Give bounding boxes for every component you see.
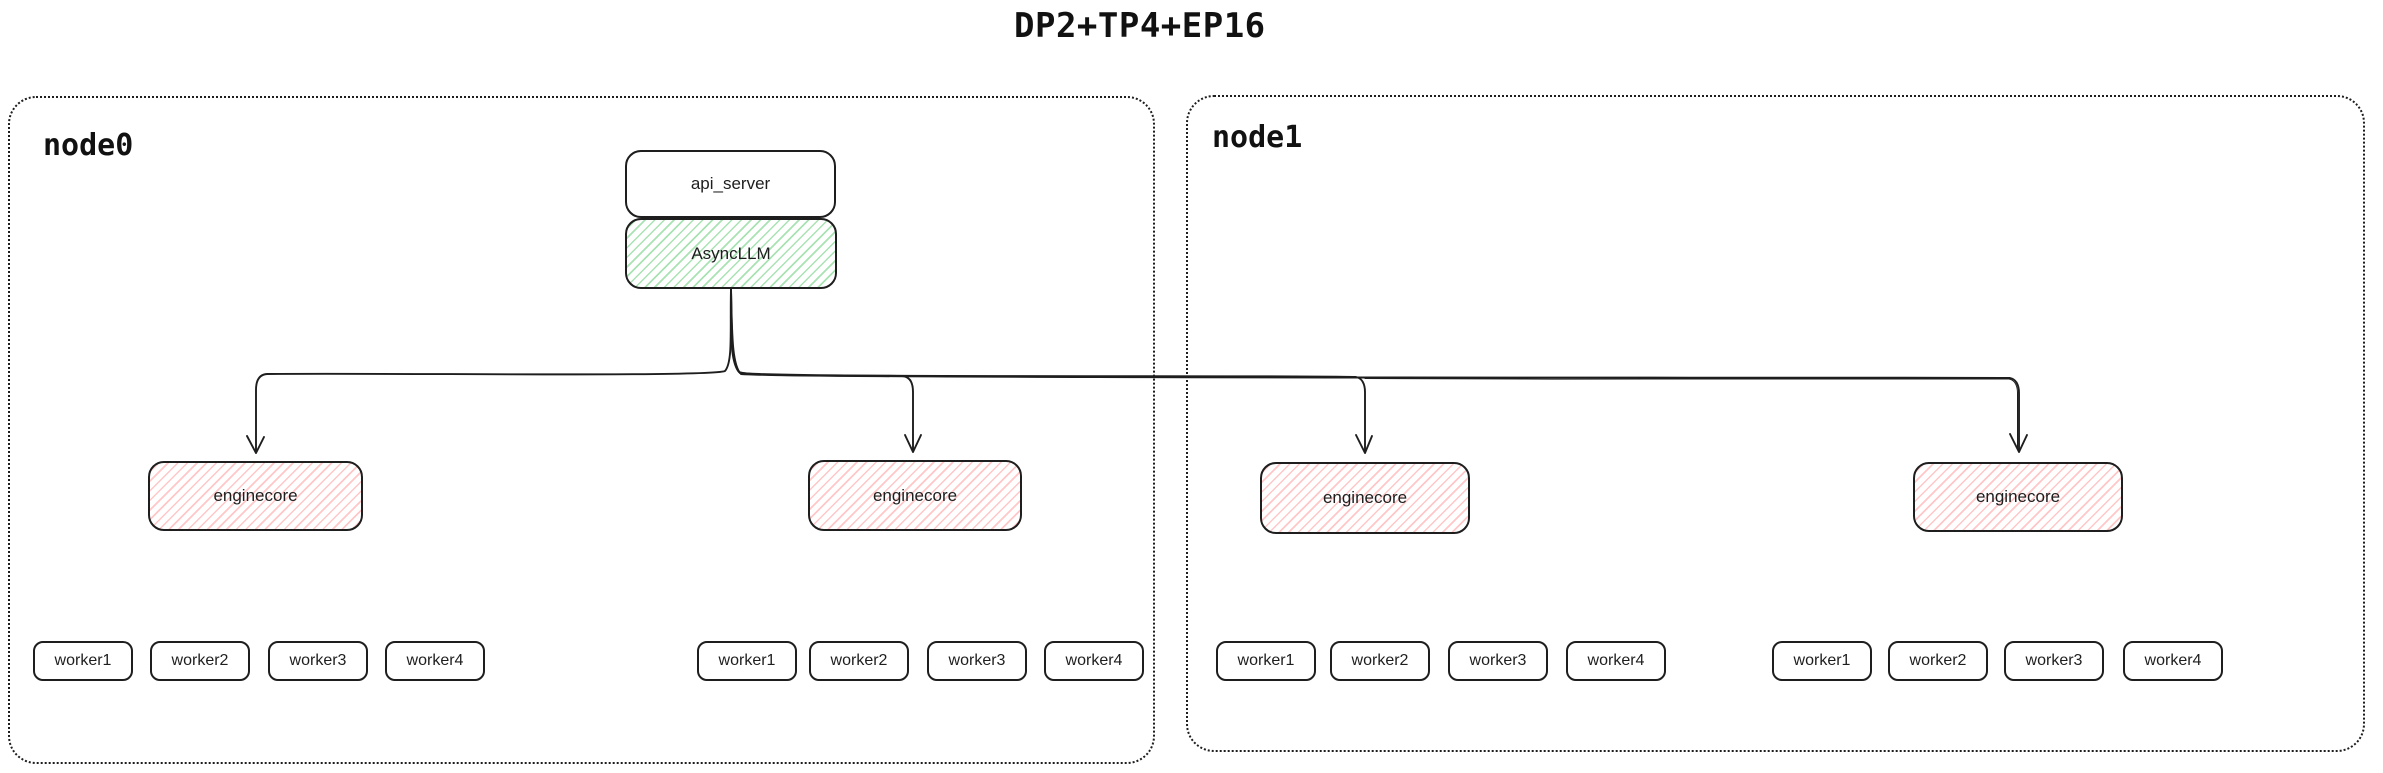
enginecore-label: enginecore (1975, 487, 2061, 506)
enginecore-box-node1-1: enginecore (1260, 462, 1470, 534)
worker-box: worker4 (1566, 641, 1666, 681)
worker-label: worker4 (2144, 652, 2202, 669)
worker-box: worker4 (2123, 641, 2223, 681)
worker-box: worker3 (1448, 641, 1548, 681)
worker-box: worker2 (1330, 641, 1430, 681)
worker-label: worker3 (1469, 652, 1527, 669)
worker-box: worker2 (150, 641, 250, 681)
enginecore-label: enginecore (872, 485, 958, 505)
enginecore-box-node0-2: enginecore (808, 460, 1022, 531)
api-server-box: api_server (625, 150, 836, 218)
worker-label: worker1 (718, 652, 776, 669)
worker-label: worker2 (830, 652, 888, 669)
worker-box: worker4 (1044, 641, 1144, 681)
diagram-title: DP2+TP4+EP16 (1014, 6, 1266, 46)
node1-label: node1 (1212, 120, 1303, 155)
worker-box: worker1 (1216, 641, 1316, 681)
worker-label: worker1 (1237, 652, 1295, 669)
worker-box: worker1 (697, 641, 797, 681)
enginecore-label: enginecore (1322, 488, 1408, 507)
worker-label: worker3 (289, 652, 347, 669)
worker-box: worker1 (33, 641, 133, 681)
enginecore-box-node0-1: enginecore (148, 461, 363, 531)
worker-label: worker2 (1909, 652, 1967, 669)
worker-label: worker1 (1793, 652, 1851, 669)
worker-label: worker2 (171, 652, 229, 669)
worker-label: worker1 (54, 652, 112, 669)
worker-label: worker4 (406, 652, 464, 669)
worker-box: worker2 (1888, 641, 1988, 681)
async-llm-label: AsyncLLM (691, 243, 771, 263)
worker-label: worker4 (1065, 652, 1123, 669)
enginecore-label: enginecore (213, 486, 298, 505)
worker-box: worker3 (268, 641, 368, 681)
worker-box: worker2 (809, 641, 909, 681)
worker-box: worker3 (2004, 641, 2104, 681)
worker-box: worker4 (385, 641, 485, 681)
worker-label: worker3 (948, 652, 1006, 669)
api-server-label: api_server (690, 174, 771, 193)
async-llm-box: AsyncLLM (625, 218, 837, 289)
worker-box: worker1 (1772, 641, 1872, 681)
worker-label: worker2 (1351, 652, 1409, 669)
node0-label: node0 (43, 128, 134, 163)
worker-box: worker3 (927, 641, 1027, 681)
worker-label: worker4 (1587, 652, 1645, 669)
worker-label: worker3 (2025, 652, 2083, 669)
enginecore-box-node1-2: enginecore (1913, 462, 2123, 532)
